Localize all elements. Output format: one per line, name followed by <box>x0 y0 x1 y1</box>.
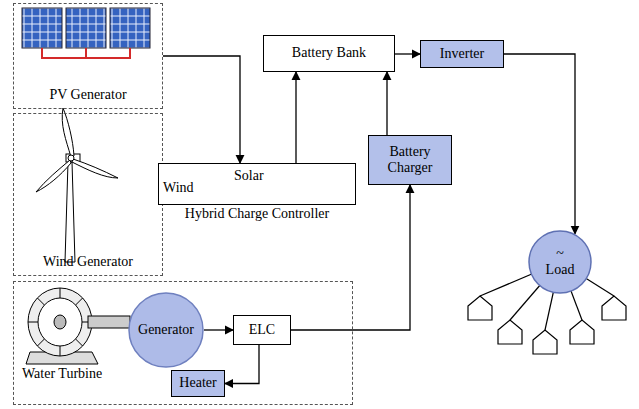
connector-arrow <box>163 56 240 163</box>
controller-box: SolarWindHybrid Charge Controller <box>158 163 356 205</box>
solar-panel <box>110 8 150 48</box>
hydro-region: Generator ELC Heater Water Turbine <box>13 281 353 405</box>
node-label: ~ <box>556 246 564 262</box>
load-circle: ~Load <box>528 230 592 294</box>
turbine-blade <box>62 108 74 157</box>
node-label: Inverter <box>440 46 484 62</box>
house-icon <box>468 296 492 320</box>
turbine-tower <box>65 162 75 262</box>
house-icon <box>570 320 594 344</box>
generator-circle: Generator <box>128 292 204 368</box>
connector-arrow <box>386 72 387 135</box>
node-label: Water Turbine <box>22 366 102 382</box>
node-label: Battery Charger <box>369 144 451 176</box>
water-turbine <box>26 288 130 364</box>
pv-generator-region: PV Generator <box>13 3 163 109</box>
house-icon <box>602 296 626 320</box>
connector-arrow <box>204 329 233 330</box>
turbine-axle <box>54 315 66 329</box>
node-label: Wind Generator <box>43 254 133 270</box>
process-box: Inverter <box>420 40 504 68</box>
circle-shape <box>529 231 591 293</box>
turbine-wheel-inner <box>38 298 82 346</box>
wind-generator-region: Wind Generator <box>13 113 163 276</box>
solar-panel <box>22 8 62 48</box>
node-label: Hybrid Charge Controller <box>185 206 329 222</box>
process-box: ELC <box>233 315 291 345</box>
node-label: ELC <box>249 322 275 338</box>
process-box: Battery Bank <box>263 35 395 72</box>
connector-arrow <box>504 54 575 234</box>
panel-wire <box>42 48 130 58</box>
solar-panels <box>22 8 150 58</box>
houses <box>468 262 626 354</box>
node-label: Generator <box>138 322 194 338</box>
turbine-hub <box>68 155 74 161</box>
process-box: Heater <box>171 370 225 397</box>
house-icon <box>498 320 522 344</box>
turbine-wheel <box>28 288 92 356</box>
turbine-shaft <box>88 316 130 328</box>
wind-turbine <box>36 108 118 262</box>
turbine-vanes <box>28 288 92 356</box>
house-icon <box>533 330 557 354</box>
process-box: Battery Charger <box>368 135 452 185</box>
node-label: Heater <box>179 375 216 391</box>
node-label: Wind <box>163 180 194 196</box>
connector-arrow <box>295 72 296 163</box>
node-label: Load <box>546 262 575 278</box>
turbine-blade <box>36 160 71 192</box>
connector-arrow <box>395 53 420 54</box>
turbine-blade <box>72 159 118 178</box>
node-label: Battery Bank <box>292 45 366 61</box>
solar-panel <box>66 8 106 48</box>
node-label: PV Generator <box>49 87 126 103</box>
circle-shape <box>129 293 203 367</box>
node-label: Solar <box>234 168 264 184</box>
connector-arrow <box>225 345 259 384</box>
